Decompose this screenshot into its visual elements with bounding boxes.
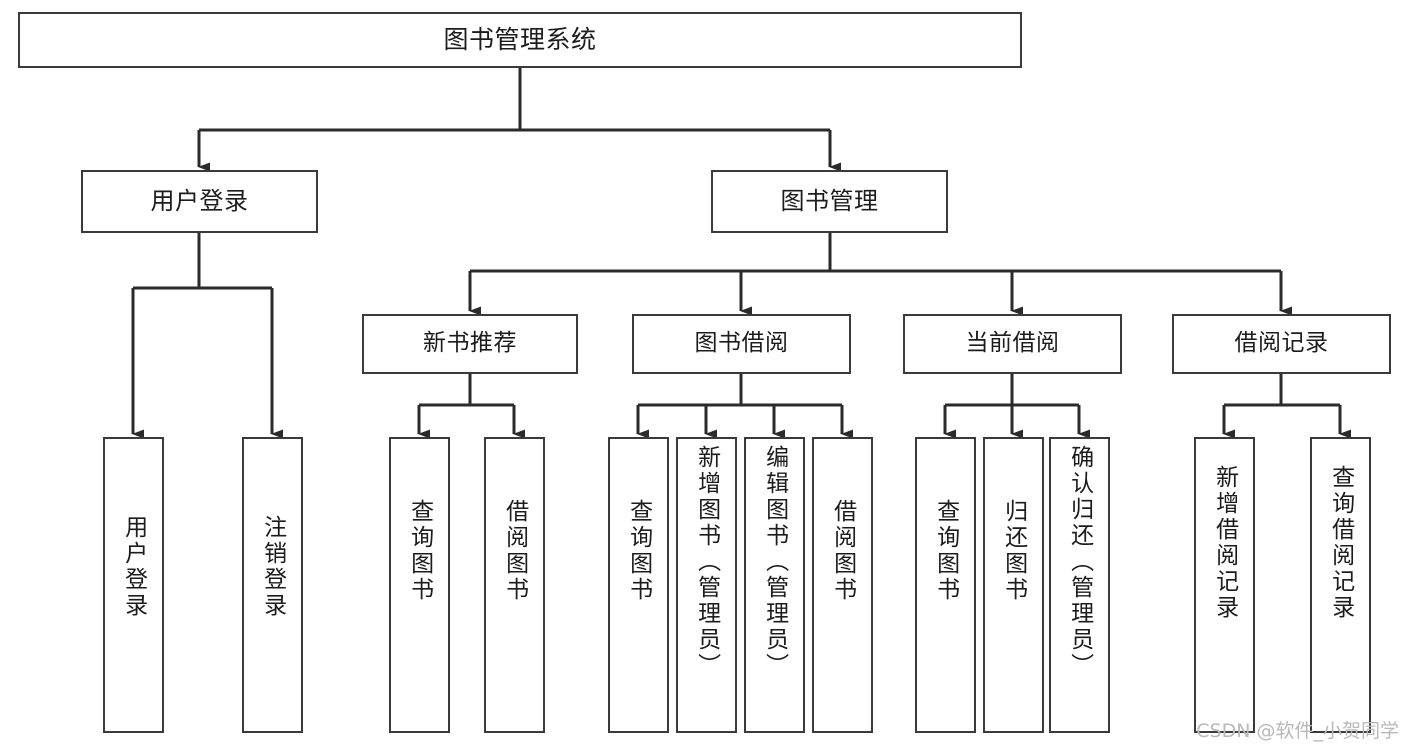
node-leaf-query-book-3[interactable]: 查询图书 — [915, 437, 976, 733]
node-label: 用户登录 — [120, 515, 147, 619]
node-borrow-record[interactable]: 借阅记录 — [1172, 314, 1391, 374]
node-leaf-logout-login[interactable]: 注销登录 — [242, 437, 303, 733]
node-new-book-recommend[interactable]: 新书推荐 — [362, 314, 578, 374]
node-label: 归还图书 — [1000, 499, 1027, 603]
node-label: 借阅图书 — [829, 499, 856, 603]
node-leaf-borrow-book-1[interactable]: 借阅图书 — [484, 437, 545, 733]
node-label: 查询图书 — [932, 499, 959, 603]
node-label: 新增图书（管理员） — [693, 445, 720, 679]
node-leaf-borrow-book-2[interactable]: 借阅图书 — [812, 437, 873, 733]
node-leaf-edit-book[interactable]: 编辑图书（管理员） — [744, 437, 805, 733]
node-label: 用户登录 — [150, 187, 249, 216]
node-leaf-add-book[interactable]: 新增图书（管理员） — [676, 437, 737, 733]
node-leaf-confirm-return[interactable]: 确认归还（管理员） — [1049, 437, 1110, 733]
node-label: 新增借阅记录 — [1211, 465, 1238, 621]
node-label: 借阅记录 — [1234, 330, 1329, 357]
node-book-management[interactable]: 图书管理 — [711, 170, 948, 233]
node-label: 查询图书 — [406, 499, 433, 603]
node-leaf-return-book[interactable]: 归还图书 — [983, 437, 1044, 733]
node-label: 图书管理 — [780, 187, 879, 216]
node-leaf-query-book-1[interactable]: 查询图书 — [389, 437, 450, 733]
node-root-book-management-system[interactable]: 图书管理系统 — [18, 12, 1022, 68]
node-label: 新书推荐 — [423, 330, 517, 357]
node-leaf-query-book-2[interactable]: 查询图书 — [608, 437, 669, 733]
node-label: 查询借阅记录 — [1327, 465, 1354, 621]
node-current-borrow[interactable]: 当前借阅 — [903, 314, 1122, 374]
node-leaf-add-record[interactable]: 新增借阅记录 — [1194, 437, 1255, 733]
node-leaf-query-record[interactable]: 查询借阅记录 — [1310, 437, 1371, 733]
node-label: 当前借阅 — [965, 330, 1060, 357]
node-label: 图书借阅 — [694, 330, 789, 357]
node-label: 确认归还（管理员） — [1066, 445, 1093, 679]
node-label: 注销登录 — [259, 515, 286, 619]
node-label: 图书管理系统 — [443, 25, 597, 55]
node-user-login[interactable]: 用户登录 — [81, 170, 318, 233]
node-label: 借阅图书 — [501, 499, 528, 603]
node-label: 查询图书 — [625, 499, 652, 603]
node-leaf-user-login[interactable]: 用户登录 — [103, 437, 164, 733]
node-book-borrow[interactable]: 图书借阅 — [632, 314, 851, 374]
node-label: 编辑图书（管理员） — [761, 445, 788, 679]
